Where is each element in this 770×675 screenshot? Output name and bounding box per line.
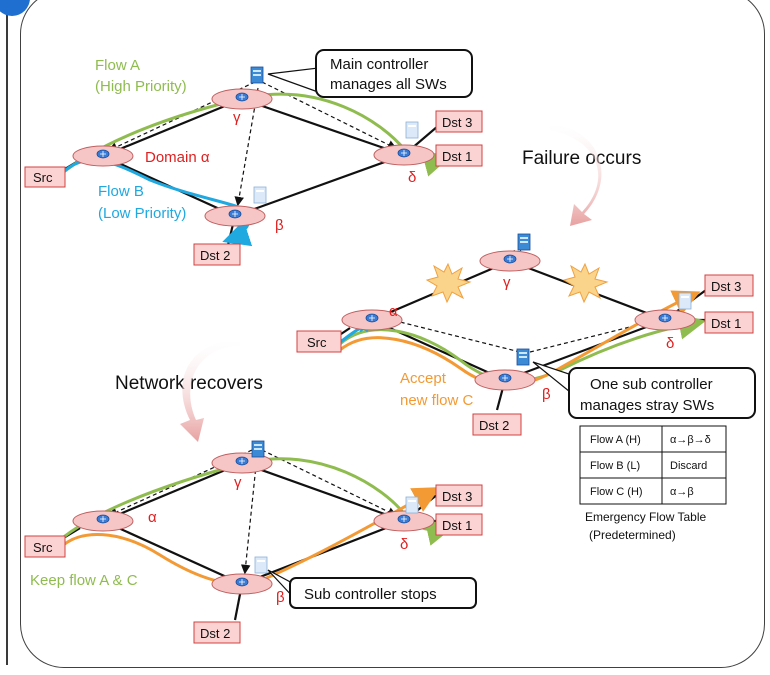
bottom-dst3-server-icon <box>405 496 419 514</box>
top-delta-label: δ <box>408 169 416 186</box>
sub-controller-icon <box>516 348 530 366</box>
svg-text:manages all SWs: manages all SWs <box>330 76 447 93</box>
svg-text:Flow C (H): Flow C (H) <box>590 486 643 498</box>
main-controller-callout: Main controller manages all SWs <box>267 49 473 98</box>
top-switch-delta <box>373 144 435 166</box>
svg-text:manages stray SWs: manages stray SWs <box>580 397 714 414</box>
svg-text:Dst 3: Dst 3 <box>711 279 741 294</box>
bottom-switch-delta <box>373 510 435 532</box>
bottom-gamma-label: γ <box>234 474 242 491</box>
stopped-sub-controller-icon <box>254 556 268 574</box>
svg-text:Dst 2: Dst 2 <box>200 248 230 263</box>
bottom-delta-label: δ <box>400 536 408 553</box>
svg-text:α→β→δ: α→β→δ <box>670 434 711 446</box>
middle-diagram: ✕ γ α δ β Accept new flow C Src Dst 3 Ds… <box>296 233 756 436</box>
bottom-src-box: Src <box>24 535 66 558</box>
keep-flow-label: Keep flow A & C <box>30 572 138 589</box>
left-rule <box>0 0 8 665</box>
top-switch-beta <box>204 205 266 227</box>
middle-dst1-box: Dst 1 <box>704 311 754 334</box>
bottom-beta-label: β <box>276 589 285 606</box>
failure-burst-left <box>425 262 472 304</box>
top-dst3-server-icon <box>405 121 419 139</box>
top-dst3-box: Dst 3 <box>435 110 483 133</box>
middle-switch-gamma <box>479 250 541 272</box>
svg-text:Main controller: Main controller <box>330 56 428 73</box>
main-controller-icon <box>250 66 264 84</box>
middle-main-controller-icon <box>517 233 531 251</box>
svg-text:Flow B (L): Flow B (L) <box>590 460 640 472</box>
middle-dst2-box: Dst 2 <box>472 413 522 436</box>
failure-burst-right <box>562 262 609 304</box>
middle-beta-label: β <box>542 386 551 403</box>
svg-text:One sub controller: One sub controller <box>590 376 713 393</box>
table-row: Flow B (L) Discard <box>590 460 707 472</box>
middle-dst3-box: Dst 3 <box>704 274 754 297</box>
corner-cap <box>0 0 30 16</box>
top-flow-b <box>58 158 253 247</box>
top-switch-gamma <box>211 88 273 110</box>
figure-frame <box>20 0 765 668</box>
sub-controller-stops-callout: Sub controller stops <box>267 569 477 609</box>
table-caption-2: (Predetermined) <box>589 528 676 542</box>
middle-switch-beta <box>474 369 536 391</box>
svg-text:Dst 1: Dst 1 <box>711 316 741 331</box>
top-flow-b-priority: (Low Priority) <box>98 205 186 222</box>
top-src-box: Src <box>24 166 66 188</box>
top-dst1-box: Dst 1 <box>435 144 483 167</box>
bottom-switch-beta <box>211 573 273 595</box>
bottom-diagram: γ α δ β Keep flow A & C Src Dst 3 Dst 1 … <box>24 440 483 644</box>
accept-flow-label: Accept <box>400 370 447 387</box>
svg-text:Src: Src <box>33 540 53 555</box>
svg-text:Dst 1: Dst 1 <box>442 149 472 164</box>
emergency-flow-table: Flow A (H) α→β→δ Flow B (L) Discard Flow… <box>579 425 727 542</box>
bottom-alpha-label: α <box>148 509 157 526</box>
middle-src-box: Src <box>296 330 342 353</box>
middle-dst3-server-icon <box>678 292 692 310</box>
bottom-flow-c <box>58 487 441 586</box>
bottom-dst1-box: Dst 1 <box>435 513 483 536</box>
svg-text:Dst 2: Dst 2 <box>200 626 230 641</box>
top-flow-a-priority: (High Priority) <box>95 78 187 95</box>
top-flow-a-label: Flow A <box>95 57 140 74</box>
failure-arrow <box>550 124 602 226</box>
middle-alpha-label: α <box>389 303 398 320</box>
svg-text:Discard: Discard <box>670 460 707 472</box>
bottom-main-controller-icon <box>251 440 265 458</box>
svg-text:Sub controller stops: Sub controller stops <box>304 586 437 603</box>
middle-gamma-label: γ <box>503 274 511 291</box>
middle-delta-label: δ <box>666 335 674 352</box>
sub-controller-callout: One sub controller manages stray SWs <box>532 361 756 419</box>
top-gamma-label: γ <box>233 109 241 126</box>
bottom-switch-alpha <box>72 510 134 532</box>
svg-text:Dst 3: Dst 3 <box>442 489 472 504</box>
table-row: Flow A (H) α→β→δ <box>590 434 711 446</box>
svg-text:Src: Src <box>307 335 327 350</box>
recover-arrow <box>180 340 240 442</box>
top-switch-alpha <box>72 145 134 167</box>
svg-text:Src: Src <box>33 170 53 185</box>
accept-flow-label-2: new flow C <box>400 392 474 409</box>
top-flow-b-label: Flow B <box>98 183 144 200</box>
table-caption: Emergency Flow Table <box>585 510 706 524</box>
middle-switch-delta <box>634 309 696 331</box>
top-dst2-server-icon <box>253 186 267 204</box>
bottom-dst3-box: Dst 3 <box>435 484 483 507</box>
top-diagram: Flow A (High Priority) Flow B (Low Prior… <box>24 49 483 266</box>
svg-text:Dst 3: Dst 3 <box>442 115 472 130</box>
top-domain-label: Domain α <box>145 149 210 166</box>
top-dst2-box: Dst 2 <box>193 243 241 266</box>
failure-occurs-label: Failure occurs <box>522 148 641 169</box>
svg-text:Flow A (H): Flow A (H) <box>590 434 641 446</box>
svg-text:Dst 2: Dst 2 <box>479 418 509 433</box>
top-beta-label: β <box>275 217 284 234</box>
table-row: Flow C (H) α→β <box>590 486 694 498</box>
svg-text:α→β: α→β <box>670 486 694 498</box>
bottom-dst2-box: Dst 2 <box>193 621 241 644</box>
svg-text:Dst 1: Dst 1 <box>442 518 472 533</box>
